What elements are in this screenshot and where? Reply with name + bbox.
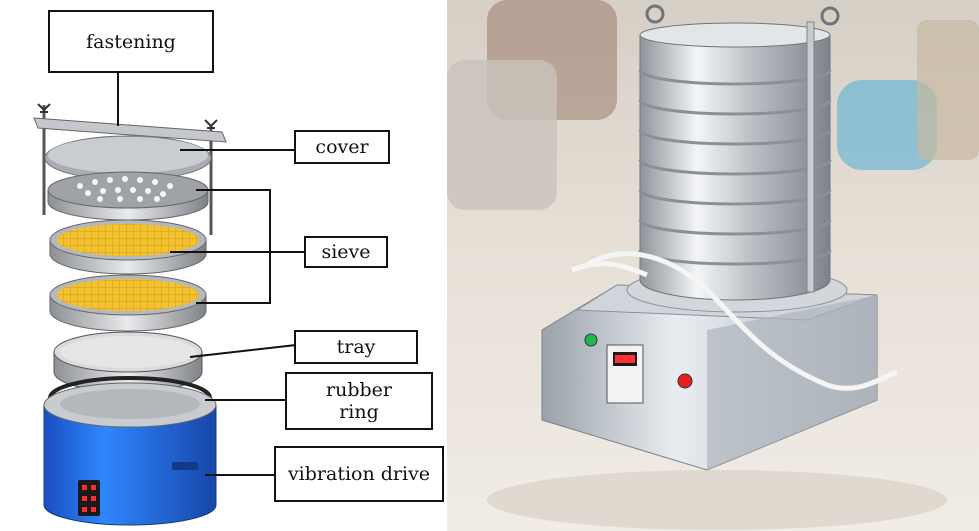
label-rubber-ring-line1: rubber: [326, 379, 392, 401]
vibration-drive-base: [43, 382, 217, 526]
label-vibration-drive: vibration drive: [274, 446, 444, 502]
label-cover: cover: [294, 130, 390, 164]
cover-disc: [44, 135, 212, 181]
power-cable: [585, 251, 898, 391]
exploded-diagram-panel: fastening cover sieve tray rubber ring v…: [0, 0, 447, 531]
fastening-bar: [33, 103, 227, 235]
green-indicator-icon: [584, 333, 598, 347]
perforated-sieve: [47, 171, 209, 221]
control-panel-icon: [78, 480, 100, 516]
sieve-stack: [638, 22, 832, 301]
label-rubber-ring: rubber ring: [285, 372, 433, 430]
tray: [53, 331, 203, 393]
red-indicator-icon: [677, 373, 693, 389]
wing-nut-icon: [37, 103, 51, 113]
product-photo-panel: [447, 0, 979, 531]
mesh-sieve-upper: [49, 219, 207, 275]
label-tray: tray: [294, 330, 418, 364]
wing-nut-icon: [204, 119, 218, 129]
mesh-sieve-lower: [49, 274, 207, 332]
label-sieve: sieve: [304, 236, 388, 268]
clamp-rods: [645, 4, 840, 293]
label-rubber-ring-line2: ring: [339, 401, 379, 423]
sieve-shaker-exploded-illustration: [33, 72, 305, 526]
label-fastening: fastening: [48, 10, 214, 73]
sieve-shaker-photo: [447, 0, 979, 531]
leader-lines: [117, 72, 305, 476]
